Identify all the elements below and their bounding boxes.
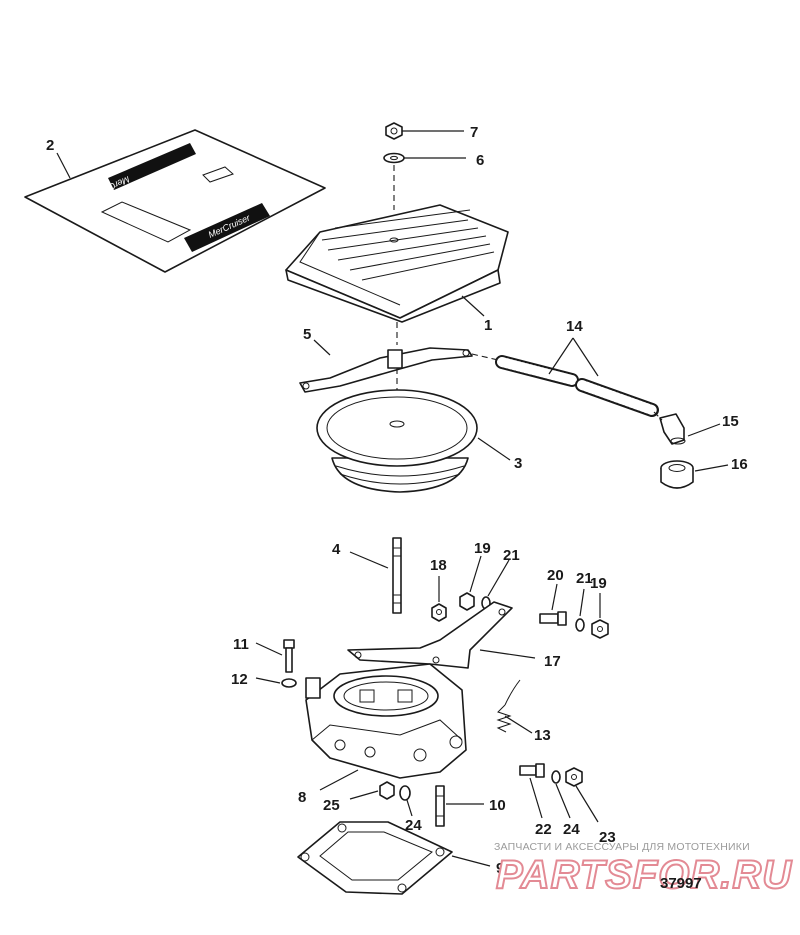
return-spring <box>496 679 521 733</box>
washer-21-right <box>575 618 585 632</box>
callout-4: 4 <box>332 541 341 558</box>
callout-9: 9 <box>496 860 504 877</box>
callout-19-right: 19 <box>590 575 607 592</box>
gasket <box>297 821 453 895</box>
watermark-tagline: ЗАПЧАСТИ И АКСЕССУАРЫ ДЛЯ МОТОТЕХНИКИ <box>494 841 750 853</box>
elbow-fitting <box>659 413 686 445</box>
washer <box>383 152 405 164</box>
callout-20: 20 <box>547 567 564 584</box>
callout-labels: 1 2 3 4 5 6 7 8 9 10 11 12 13 14 15 16 1… <box>46 124 748 877</box>
callout-22: 22 <box>535 821 552 838</box>
air-cleaner-cover <box>285 204 509 323</box>
fitting-20 <box>539 611 567 626</box>
callout-23: 23 <box>599 829 616 846</box>
callout-6: 6 <box>476 152 484 169</box>
washer-24-right <box>551 770 561 784</box>
callout-7: 7 <box>470 124 478 141</box>
washer-24-left <box>399 785 411 801</box>
callout-24-right: 24 <box>563 821 580 838</box>
grommet <box>660 460 694 489</box>
callout-14: 14 <box>566 318 583 335</box>
callout-12: 12 <box>231 671 248 688</box>
stud-10 <box>435 785 445 827</box>
nut-23 <box>565 767 583 787</box>
callout-11: 11 <box>233 636 249 653</box>
callout-18: 18 <box>430 557 447 574</box>
callout-2: 2 <box>46 137 54 154</box>
callout-10: 10 <box>489 797 506 814</box>
callout-19-left: 19 <box>474 540 491 557</box>
breather-hoses <box>495 355 659 417</box>
nut-19-right <box>591 619 609 639</box>
callout-17: 17 <box>544 653 561 670</box>
callout-25: 25 <box>323 797 340 814</box>
callout-13: 13 <box>534 727 551 744</box>
watermark: ЗАПЧАСТИ И АКСЕССУАРЫ ДЛЯ МОТОТЕХНИКИ PA… <box>494 841 792 898</box>
callout-15: 15 <box>722 413 739 430</box>
carburetor <box>305 663 467 779</box>
decal-sheet: MerCruiser MerCruiser <box>24 129 326 273</box>
air-filter-element <box>316 389 478 493</box>
nut-19-left <box>459 592 475 611</box>
nut-18 <box>431 603 447 622</box>
bolt-11 <box>283 639 295 673</box>
callout-24-left: 24 <box>405 817 422 834</box>
fitting-22 <box>519 763 545 778</box>
nut-25 <box>379 781 395 800</box>
figure-number: 37997 <box>660 875 702 892</box>
callout-3: 3 <box>514 455 522 472</box>
callout-1: 1 <box>484 317 492 334</box>
throttle-bracket <box>347 601 513 669</box>
callout-21-left: 21 <box>503 547 520 564</box>
bracket <box>299 347 473 393</box>
leader-lines <box>56 130 729 867</box>
callout-21-right: 21 <box>576 570 593 587</box>
callout-5: 5 <box>303 326 311 343</box>
callout-8: 8 <box>298 789 306 806</box>
nut <box>385 122 403 140</box>
callout-16: 16 <box>731 456 748 473</box>
washer-12 <box>281 678 297 688</box>
watermark-logo: PARTSFOR.RU <box>496 853 792 897</box>
stud <box>392 537 402 614</box>
